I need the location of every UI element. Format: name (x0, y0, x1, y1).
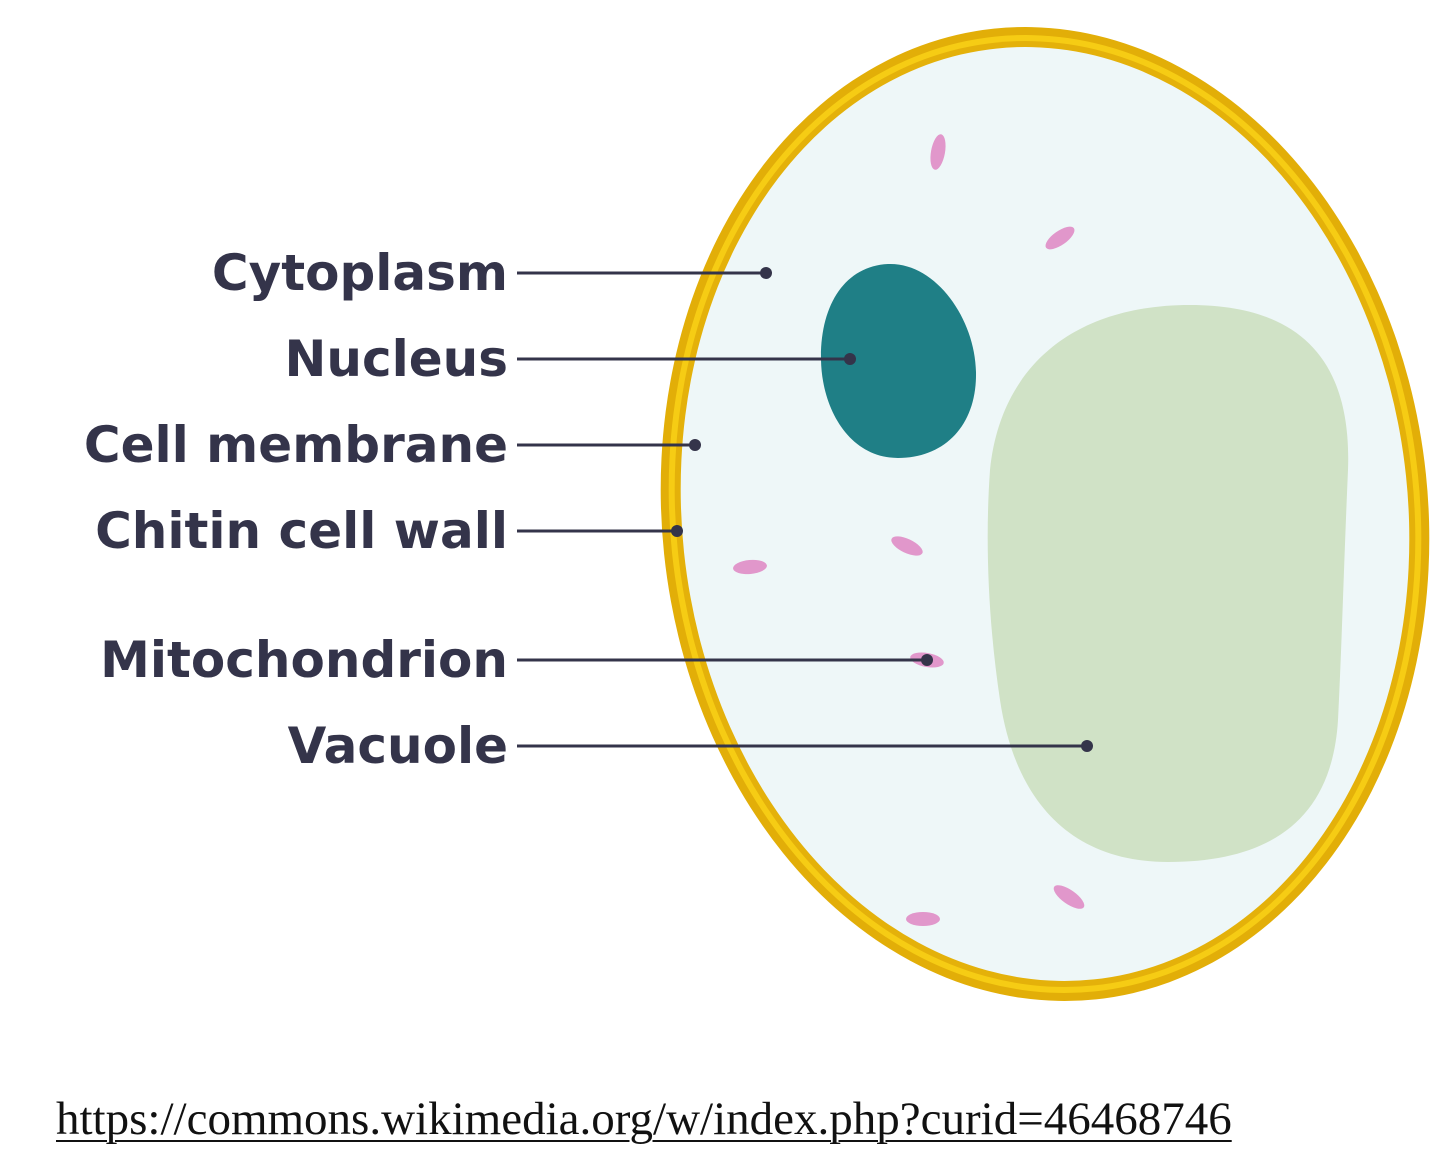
vacuole (987, 305, 1349, 862)
mitochondrion (733, 559, 767, 575)
cytoplasm-pointer-dot (760, 267, 772, 279)
mitochondrion (891, 536, 923, 556)
mitochondrion (1045, 226, 1075, 250)
vacuole-pointer-dot (1081, 740, 1093, 752)
nucleus (820, 263, 977, 458)
mitochondrion (1053, 885, 1085, 909)
mitochondrion-label: Mitochondrion (100, 631, 508, 689)
cell-membrane-label: Cell membrane (84, 416, 508, 474)
cytoplasm-label: Cytoplasm (212, 244, 508, 302)
cell-membrane-pointer-dot (689, 439, 701, 451)
mitochondrion-pointer-dot (921, 654, 933, 666)
mitochondrion (930, 134, 946, 170)
vacuole-label: Vacuole (288, 717, 508, 775)
nucleus-label: Nucleus (285, 330, 509, 388)
mitochondrion (906, 912, 940, 926)
cell-wall-pointer-dot (671, 525, 683, 537)
leader-lines (517, 267, 1093, 752)
labels: Cytoplasm Nucleus Cell membrane Chitin c… (84, 244, 508, 775)
nucleus-pointer-dot (844, 353, 856, 365)
cell-wall-label: Chitin cell wall (95, 502, 508, 560)
source-link[interactable]: https://commons.wikimedia.org/w/index.ph… (56, 1093, 1232, 1145)
